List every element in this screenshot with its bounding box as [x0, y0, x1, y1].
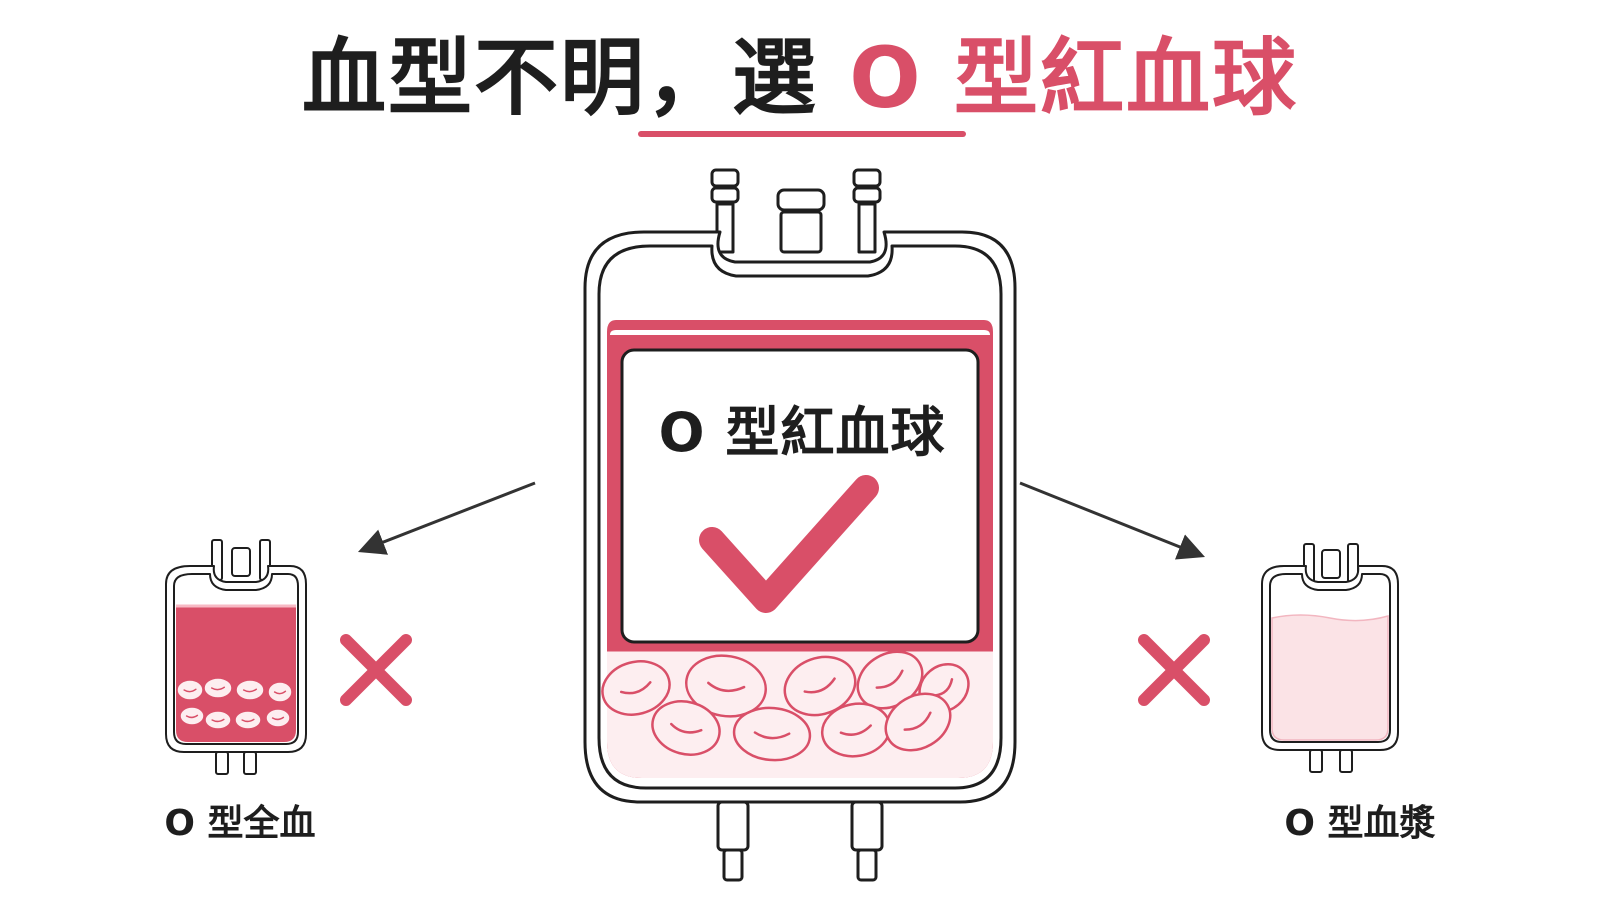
- red-blood-cell: [235, 679, 265, 701]
- arrow-to-plasma: [1019, 481, 1206, 560]
- left-cross-icon: [340, 634, 412, 706]
- whole-blood-cells: [176, 677, 293, 730]
- check-icon: [699, 475, 879, 613]
- red-blood-cell: [651, 700, 721, 756]
- red-blood-cell: [204, 710, 232, 730]
- center-bag-label: O 型紅血球: [658, 401, 946, 464]
- red-blood-cell: [884, 692, 952, 752]
- red-blood-cell-center: [183, 688, 197, 693]
- left-bag-label: O 型全血: [164, 803, 316, 844]
- red-blood-cell-center: [242, 688, 258, 693]
- right-cross-icon: [1138, 634, 1210, 706]
- title-underline: [638, 131, 966, 137]
- right-bag-label: O 型血漿: [1284, 803, 1436, 844]
- red-blood-cell: [783, 655, 857, 717]
- red-blood-cell-center: [753, 731, 791, 740]
- red-blood-cell: [732, 706, 812, 762]
- red-blood-cell-center: [903, 711, 932, 731]
- red-blood-cell: [267, 681, 293, 703]
- label-panel: [620, 348, 980, 644]
- title-main: 血型不明，選: [302, 29, 850, 127]
- red-blood-cell-center: [210, 686, 226, 691]
- red-blood-cell: [234, 710, 262, 730]
- title-accent: O 型紅血球: [849, 29, 1298, 127]
- red-blood-cell-center: [271, 716, 285, 721]
- red-blood-cell-center: [669, 722, 703, 734]
- red-blood-cell-center: [241, 718, 255, 723]
- whole-blood-fill: [176, 606, 296, 742]
- red-blood-cell: [179, 706, 205, 726]
- red-blood-cell-center: [619, 681, 652, 695]
- page-title: 血型不明，選 O 型紅血球: [0, 28, 1600, 128]
- red-blood-cell: [601, 660, 671, 716]
- red-blood-cell-center: [803, 677, 836, 694]
- plasma-fill: [1271, 614, 1389, 741]
- red-blood-cell-center: [875, 669, 904, 689]
- red-blood-cell-center: [273, 690, 287, 695]
- arrow-to-whole-blood: [357, 481, 536, 555]
- red-blood-cell: [265, 708, 291, 728]
- red-blood-cell-center: [211, 718, 225, 723]
- red-blood-cell-center: [839, 724, 873, 736]
- red-blood-cell: [176, 679, 204, 701]
- red-blood-cell: [685, 654, 767, 718]
- red-blood-cell-center: [185, 714, 199, 719]
- red-blood-cells: [601, 650, 970, 762]
- red-blood-cell-center: [707, 681, 746, 693]
- red-blood-cell: [203, 677, 233, 699]
